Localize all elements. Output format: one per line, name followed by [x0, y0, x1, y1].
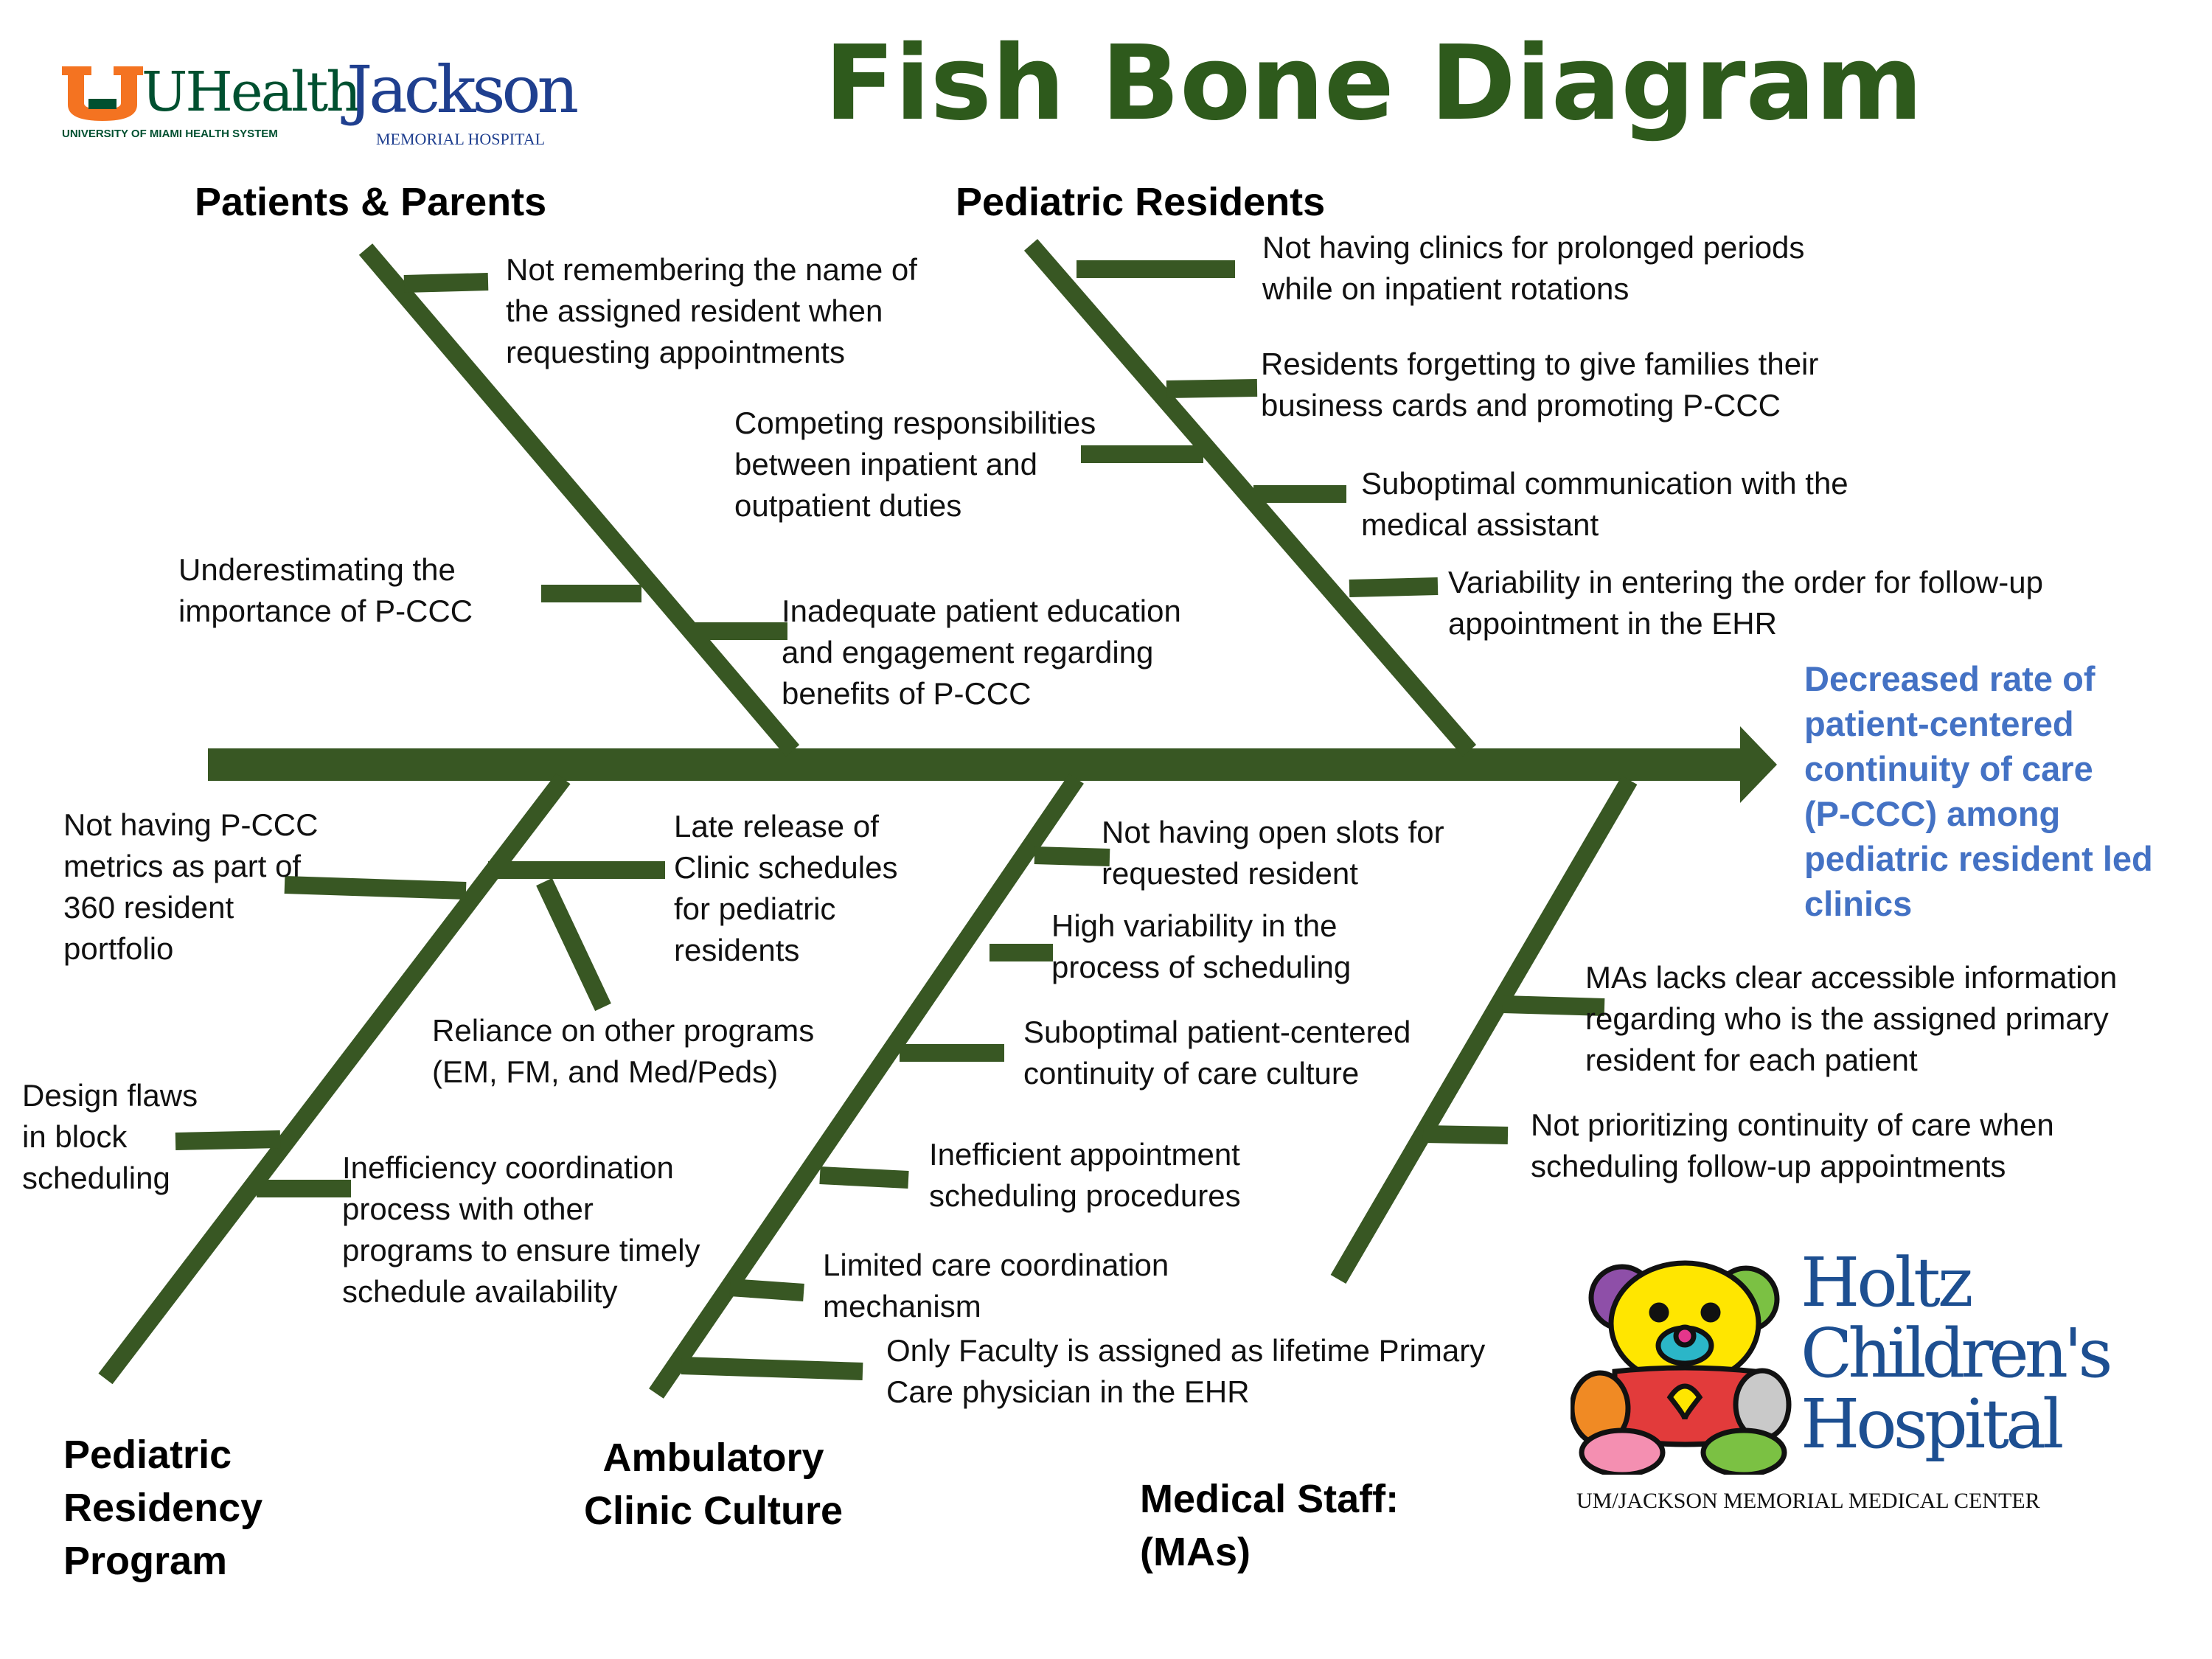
- cause-label: Late release of Clinic schedules for ped…: [674, 809, 898, 967]
- cause-label: Inefficient appointment scheduling proce…: [929, 1137, 1241, 1213]
- cause-label: Residents forgetting to give families th…: [1261, 347, 1819, 422]
- cause-label: Only Faculty is assigned as lifetime Pri…: [886, 1333, 1486, 1409]
- cause-label: Suboptimal communication with the medica…: [1361, 466, 1848, 542]
- category-pediatric-residents: Pediatric Residents: [956, 180, 1326, 224]
- holtz-logo: Holtz Children's Hospital UM/JACKSON MEM…: [1571, 1248, 2113, 1534]
- bone-culture: [649, 773, 1084, 1399]
- cause-label: Inadequate patient education and engagem…: [782, 594, 1181, 711]
- bone-patients: [358, 243, 800, 757]
- jackson-brand: Jackson: [347, 52, 579, 128]
- cause-label: Not having clinics for prolonged periods…: [1262, 230, 1805, 306]
- cause-label: MAs lacks clear accessible information r…: [1585, 960, 2118, 1077]
- sub-bone: [1166, 379, 1258, 398]
- jackson-logo: Jackson MEMORIAL HOSPITAL: [347, 53, 597, 149]
- cause-label: Suboptimal patient-centered continuity o…: [1023, 1015, 1411, 1091]
- sub-bone: [536, 877, 611, 1012]
- cause-label: Not prioritizing continuity of care when…: [1531, 1107, 2054, 1183]
- page-title: Fish Bone Diagram: [824, 24, 1923, 144]
- sub-bone: [1502, 995, 1605, 1016]
- uhealth-brand: UHealth: [142, 60, 361, 124]
- u-monogram-icon: [62, 66, 143, 121]
- uhealth-tagline: UNIVERSITY OF MIAMI HEALTH SYSTEM: [62, 128, 278, 140]
- sub-bone: [1034, 846, 1110, 866]
- sub-bone: [284, 876, 467, 900]
- effect-problem-statement: Decreased rate of patient-centered conti…: [1804, 659, 2153, 923]
- sub-bone: [681, 1357, 863, 1380]
- holtz-tagline: UM/JACKSON MEMORIAL MEDICAL CENTER: [1576, 1489, 2040, 1513]
- cause-label: Reliance on other programs (EM, FM, and …: [432, 1013, 815, 1089]
- sub-bone: [1422, 1125, 1509, 1144]
- bone-residents: [1023, 239, 1477, 757]
- cause-label: Limited care coordination mechanism: [823, 1248, 1169, 1324]
- sub-bone: [1349, 577, 1439, 597]
- category-patients-parents: Patients & Parents: [195, 180, 547, 224]
- cause-label: Not having P-CCC metrics as part of 360 …: [63, 807, 319, 966]
- spine-arrowhead: [1740, 726, 1777, 803]
- cause-label: Competing responsibilities between inpat…: [734, 406, 1096, 523]
- bones: [98, 239, 1777, 1399]
- cause-label: Inefficiency coordination process with o…: [342, 1150, 700, 1309]
- category-ambulatory-clinic-culture: Ambulatory Clinic Culture: [584, 1436, 844, 1533]
- category-medical-staff: Medical Staff: (MAs): [1140, 1477, 1399, 1574]
- bone-staff: [1330, 775, 1638, 1284]
- uhealth-logo: UHealth UNIVERSITY OF MIAMI HEALTH SYSTE…: [62, 59, 361, 147]
- bone-program: [98, 773, 571, 1385]
- sub-bone: [175, 1130, 281, 1150]
- holtz-line2: Children's: [1801, 1314, 2113, 1393]
- holtz-line1: Holtz: [1801, 1243, 1973, 1322]
- cause-label: Not remembering the name of the assigned…: [506, 252, 917, 369]
- sub-bone: [729, 1279, 804, 1301]
- cause-label: High variability in the process of sched…: [1051, 908, 1352, 984]
- cause-label: Underestimating the importance of P-CCC: [178, 552, 473, 628]
- sub-bone: [819, 1166, 909, 1189]
- category-pediatric-residency-program: Pediatric Residency Program: [63, 1433, 263, 1583]
- jackson-tagline: MEMORIAL HOSPITAL: [376, 130, 546, 148]
- sub-bone: [403, 273, 489, 293]
- cause-label: Variability in entering the order for fo…: [1448, 565, 2043, 641]
- teddy-bear-icon: [1571, 1260, 1792, 1475]
- cause-label: Design flaws in block scheduling: [22, 1078, 198, 1195]
- holtz-line3: Hospital: [1801, 1385, 2064, 1464]
- cause-label: Not having open slots for requested resi…: [1102, 815, 1444, 891]
